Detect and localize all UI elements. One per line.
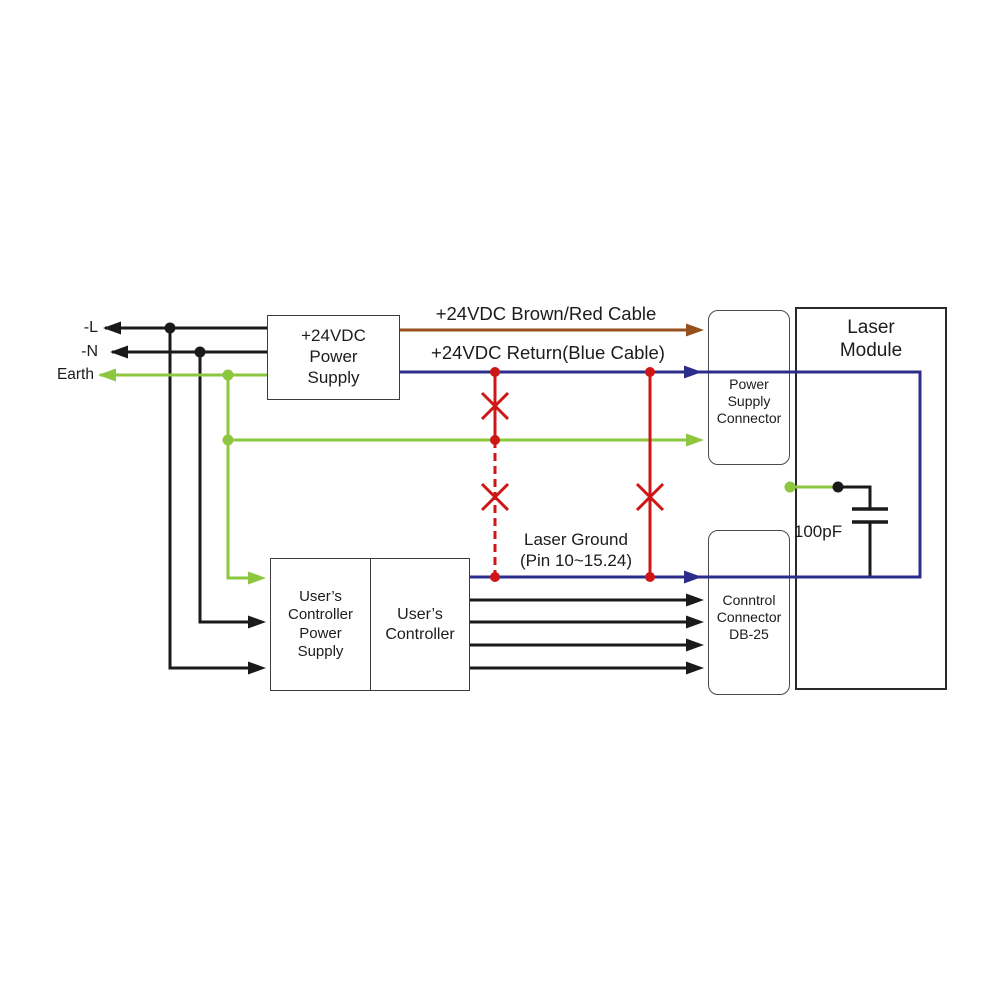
arrowhead-userps-2 xyxy=(248,661,266,675)
brown-arrowhead xyxy=(686,323,704,337)
control-connector-box: Conntrol Connector DB-25 xyxy=(708,530,790,695)
arrowhead-n xyxy=(110,345,128,359)
arrowhead-earth-userps xyxy=(248,571,266,585)
laser-module-box: Laser Module xyxy=(795,307,947,690)
brown-cable-label: +24VDC Brown/Red Cable xyxy=(435,303,657,324)
laser-ground-label: Laser Ground (Pin 10~15.24) xyxy=(520,530,632,571)
power-supply-connector-label: Power Supply Connector xyxy=(716,375,782,427)
wire-earth-drop xyxy=(226,375,250,580)
user-controller-box: User’s Controller xyxy=(370,558,470,691)
psu-label: +24VDC Power Supply xyxy=(301,326,366,387)
user-controller-power-supply-label: User’s Controller Power Supply xyxy=(287,587,354,660)
user-controller-power-supply-box: User’s Controller Power Supply xyxy=(270,558,370,691)
red-cut-lines xyxy=(480,372,665,577)
x-mark-2 xyxy=(480,482,510,512)
terminal-label-l: -L xyxy=(83,319,98,336)
junction-dot xyxy=(784,481,796,493)
psu-box: +24VDC Power Supply xyxy=(267,315,400,400)
arrowhead-userps-1 xyxy=(248,615,266,629)
junction-dot xyxy=(490,367,500,377)
junction-dot xyxy=(645,572,655,582)
wire-l-drop xyxy=(168,328,250,670)
arrowhead-l xyxy=(103,321,121,335)
arrowhead-brown-cable xyxy=(686,323,704,337)
arrowhead-blue-bottom xyxy=(684,570,702,584)
x-mark-1 xyxy=(480,391,510,421)
red-junction-dots xyxy=(490,367,655,582)
arrowhead-earth-mid xyxy=(686,433,704,447)
arrowhead-db25-2 xyxy=(686,615,704,629)
junction-dot xyxy=(222,369,234,381)
laser-module-label: Laser Module xyxy=(839,317,903,362)
junction-dot xyxy=(490,435,500,445)
junction-dot xyxy=(490,572,500,582)
blue-cable-label: +24VDC Return(Blue Cable) xyxy=(431,342,665,363)
arrowhead-db25-1 xyxy=(686,593,704,607)
user-controller-label: User’s Controller xyxy=(385,605,455,643)
arrowhead-db25-3 xyxy=(686,638,704,652)
arrowhead-db25-4 xyxy=(686,661,704,675)
blue-arrowheads xyxy=(684,365,702,584)
wire-n-drop xyxy=(198,352,250,624)
green-arrowheads xyxy=(98,368,704,585)
terminal-label-n: -N xyxy=(81,343,98,360)
arrowhead-earth xyxy=(98,368,116,382)
junction-dot xyxy=(222,434,234,446)
junction-dot xyxy=(164,322,176,334)
power-supply-connector-box: Power Supply Connector xyxy=(708,310,790,465)
x-mark-3 xyxy=(635,482,665,512)
control-connector-label: Conntrol Connector DB-25 xyxy=(716,591,782,643)
terminal-label-earth: Earth xyxy=(56,366,94,383)
arrowhead-blue-top xyxy=(684,365,702,379)
junction-dot xyxy=(645,367,655,377)
junction-dot xyxy=(194,346,206,358)
